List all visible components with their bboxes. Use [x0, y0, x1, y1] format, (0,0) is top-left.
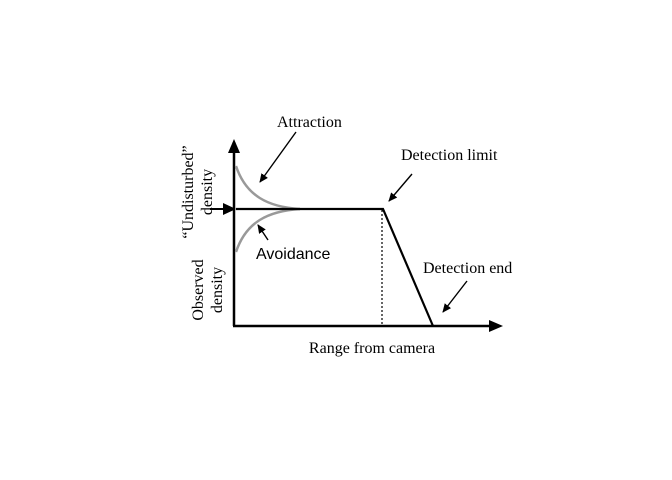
detection-end-pointer	[442, 280, 468, 313]
undisturbed-label-line1: “Undisturbed”	[180, 145, 197, 238]
avoidance-label: Avoidance	[256, 246, 331, 263]
detection-limit-label: Detection limit	[401, 147, 498, 164]
attraction-label: Attraction	[277, 114, 342, 131]
y-axis-arrowhead	[228, 139, 240, 153]
attraction-curve	[234, 165, 301, 211]
detection-end-label: Detection end	[423, 260, 512, 277]
avoidance-pointer	[257, 224, 269, 241]
x-axis-arrowhead	[489, 320, 503, 332]
observed-label-line1: Observed	[190, 259, 207, 320]
attraction-pointer	[259, 131, 297, 183]
x-axis-label: Range from camera	[309, 340, 435, 357]
density-level-marker-arrowhead	[223, 203, 236, 215]
undisturbed-label-line2: density	[199, 169, 216, 215]
density-line	[236, 207, 435, 327]
detection-limit-pointer	[388, 173, 413, 202]
observed-label-line2: density	[209, 267, 226, 313]
